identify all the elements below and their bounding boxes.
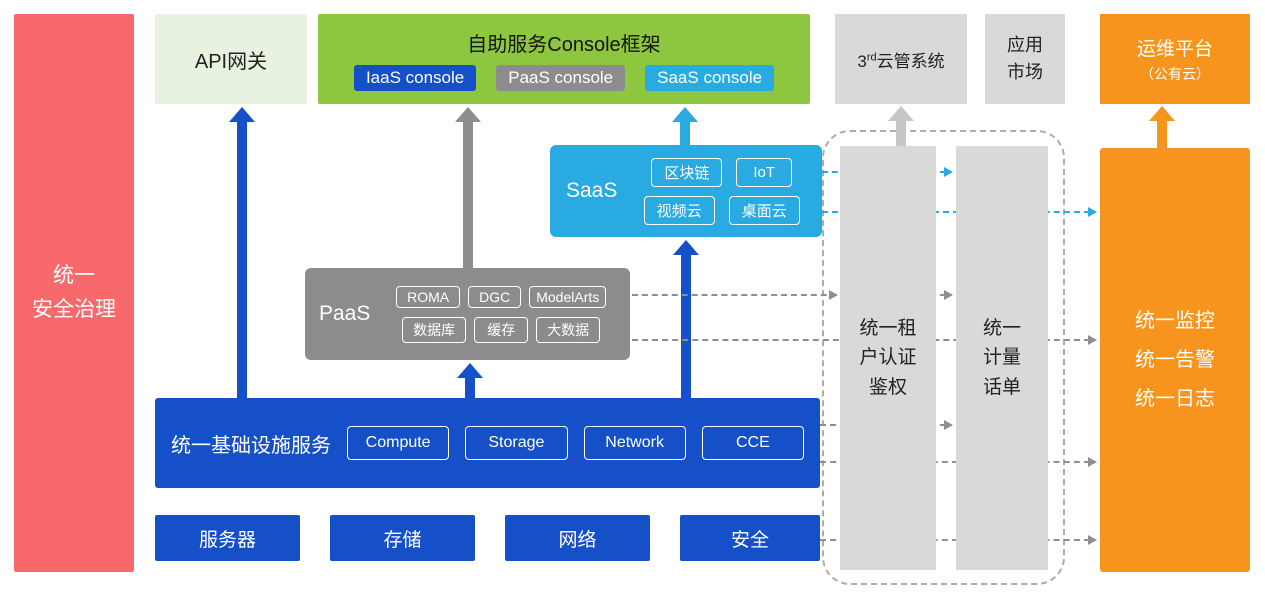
- monitor-to-om-arrow-head: [1149, 106, 1175, 121]
- iaas-box: 统一基础设施服务 Compute Storage Network CCE: [155, 398, 820, 488]
- paas-to-auth-dashed-line: [632, 294, 946, 296]
- metering-bar: 统一 计量 话单: [956, 146, 1048, 570]
- paas-to-auth-arrow-head: [829, 290, 838, 300]
- database-chip: 数据库: [402, 316, 467, 343]
- common-services-dashed-container: [822, 130, 1065, 585]
- compute-chip: Compute: [347, 426, 450, 460]
- paas-box: PaaS ROMA DGC ModelArts 数据库 缓存 大数据: [305, 268, 630, 360]
- iaas-to-metering-arrow-head: [944, 420, 953, 430]
- hardware-to-monitoring-dashed-line: [820, 539, 1090, 541]
- storage-chip: Storage: [465, 426, 568, 460]
- network-hw-box: 网络: [505, 515, 650, 561]
- bigdata-chip: 大数据: [536, 316, 601, 343]
- saas-to-monitoring-arrow-head: [1088, 207, 1097, 217]
- desktop-cloud-chip: 桌面云: [728, 195, 800, 225]
- saas-console-chip: SaaS console: [645, 64, 775, 91]
- iaas-to-saas-arrow: [681, 254, 691, 398]
- cce-chip: CCE: [701, 426, 804, 460]
- console-framework-title: 自助服务Console框架: [467, 33, 661, 56]
- saas-label: SaaS: [566, 179, 618, 202]
- paas-to-console-arrow-head: [455, 107, 481, 122]
- video-cloud-chip: 视频云: [643, 195, 715, 225]
- server-box: 服务器: [155, 515, 300, 561]
- om-platform-label: 运维平台 （公有云）: [1137, 34, 1213, 84]
- saas-to-metering-arrow-head: [944, 167, 953, 177]
- saas-chip-grid: 区块链 IoT 视频云 桌面云: [631, 157, 812, 225]
- paas-to-monitoring-arrow-head: [1088, 335, 1097, 345]
- storage-hw-box: 存储: [330, 515, 475, 561]
- paas-to-console-arrow: [463, 121, 473, 268]
- security-hw-box: 安全: [680, 515, 820, 561]
- iaas-to-monitoring-arrow-head: [1088, 457, 1097, 467]
- iot-chip: IoT: [736, 157, 793, 187]
- saas-to-console-arrow-head: [672, 107, 698, 122]
- bars-to-third-cloud-arrow-head: [888, 106, 914, 121]
- third-party-cloud-label-rest: 云管系统: [876, 51, 945, 71]
- paas-chip-grid: ROMA DGC ModelArts 数据库 缓存 大数据: [382, 285, 620, 343]
- om-platform-subtitle: （公有云）: [1139, 66, 1210, 82]
- iaas-to-api-arrow-head: [229, 107, 255, 122]
- monitor-to-om-arrow: [1157, 120, 1167, 149]
- iaas-console-chip: IaaS console: [353, 64, 477, 91]
- saas-chip-row: 区块链 IoT: [651, 157, 793, 187]
- saas-chip-row: 视频云 桌面云: [643, 195, 800, 225]
- iaas-label: 统一基础设施服务: [171, 434, 331, 457]
- third-party-cloud-label-sup: rd: [866, 50, 877, 63]
- iaas-to-monitoring-dashed-line: [820, 461, 1090, 463]
- roma-chip: ROMA: [396, 285, 461, 308]
- saas-box: SaaS 区块链 IoT 视频云 桌面云: [550, 145, 822, 237]
- network-chip: Network: [583, 426, 686, 460]
- monitoring-bar: 统一监控 统一告警 统一日志: [1100, 148, 1250, 572]
- modelarts-chip: ModelArts: [529, 285, 607, 308]
- bars-to-third-cloud-arrow: [896, 120, 906, 150]
- hardware-to-monitoring-arrow-head: [1088, 535, 1097, 545]
- dgc-chip: DGC: [468, 285, 522, 308]
- cache-chip: 缓存: [474, 316, 529, 343]
- blockchain-chip: 区块链: [651, 157, 723, 187]
- om-platform-box: 运维平台 （公有云）: [1100, 14, 1250, 104]
- app-market-box: 应用 市场: [985, 14, 1065, 104]
- paas-label: PaaS: [319, 302, 371, 325]
- paas-to-metering-arrow-head: [944, 290, 953, 300]
- third-party-cloud-box: 3rd云管系统: [835, 14, 967, 104]
- console-chip-row: IaaS console PaaS console SaaS console: [353, 64, 775, 91]
- iaas-to-paas-arrow-head: [457, 363, 483, 378]
- paas-chip-row: ROMA DGC ModelArts: [396, 285, 607, 308]
- third-party-cloud-label: 3rd云管系统: [857, 47, 944, 72]
- iaas-to-api-arrow: [237, 121, 247, 398]
- security-governance-bar: 统一 安全治理: [14, 14, 134, 572]
- paas-console-chip: PaaS console: [496, 64, 626, 91]
- saas-to-console-arrow: [680, 121, 690, 146]
- paas-chip-row: 数据库 缓存 大数据: [402, 316, 601, 343]
- om-platform-title: 运维平台: [1136, 39, 1213, 60]
- third-party-cloud-label-base: 3: [857, 51, 867, 71]
- api-gateway-box: API网关: [155, 14, 307, 104]
- iaas-to-saas-arrow-head: [673, 240, 699, 255]
- tenant-auth-bar: 统一租 户认证 鉴权: [840, 146, 936, 570]
- console-framework-box: 自助服务Console框架 IaaS console PaaS console …: [318, 14, 810, 104]
- iaas-to-paas-arrow: [465, 377, 475, 398]
